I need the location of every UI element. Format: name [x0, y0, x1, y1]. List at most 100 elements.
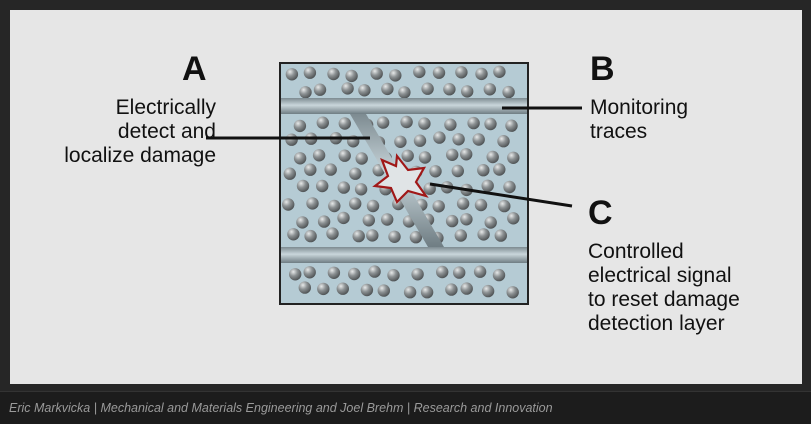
particle [326, 227, 339, 240]
damage-detection-diagram [206, 62, 582, 305]
particle [316, 179, 329, 193]
particle [338, 117, 351, 130]
particle [299, 86, 312, 99]
particle [349, 197, 362, 210]
particle [349, 167, 362, 180]
particle [303, 66, 317, 79]
label-b-text: Monitoring traces [590, 96, 689, 143]
particle [413, 134, 427, 147]
material-block-border [279, 62, 529, 305]
particle [358, 84, 371, 97]
particle [429, 165, 442, 178]
particle [355, 152, 368, 165]
particle [477, 228, 490, 241]
particle [503, 180, 516, 194]
particle [497, 135, 510, 148]
particle [486, 150, 499, 164]
particle [362, 214, 375, 227]
particle [507, 151, 520, 164]
monitoring-trace-top [280, 98, 528, 114]
particle [445, 214, 459, 228]
particle [338, 149, 351, 162]
particle [493, 163, 506, 176]
monitoring-trace-bottom [280, 247, 528, 263]
particle [454, 229, 467, 242]
particle [475, 67, 488, 81]
particle [507, 212, 520, 225]
particle [317, 215, 331, 228]
particle [366, 199, 380, 213]
particle [328, 199, 341, 213]
particle [409, 231, 423, 244]
particle [303, 266, 316, 279]
particle [403, 286, 417, 299]
particle [483, 83, 496, 96]
particle [282, 198, 295, 211]
particle [336, 282, 349, 295]
label-a-text: Electrically detect and localize damage [64, 96, 216, 167]
particle [456, 197, 470, 210]
particle [381, 82, 394, 96]
particle [494, 229, 507, 242]
particle [306, 197, 319, 210]
diagram-panel: A Electrically detect and localize damag… [10, 10, 802, 384]
caption-bar: Eric Markvicka | Mechanical and Material… [0, 391, 811, 424]
particle [304, 163, 317, 176]
particle [493, 65, 506, 78]
particle [327, 266, 341, 279]
particle [285, 133, 298, 146]
particle [366, 229, 379, 242]
particle [401, 149, 414, 162]
particle [317, 282, 330, 296]
particle [368, 265, 381, 278]
particle [502, 85, 515, 99]
particle [460, 213, 473, 226]
particle [446, 148, 459, 161]
label-a-letter: A [182, 50, 207, 88]
particle [451, 164, 464, 178]
particle [421, 82, 434, 95]
particle [313, 83, 327, 96]
particle [293, 119, 307, 133]
particle [498, 199, 511, 213]
particle [381, 213, 394, 226]
particle [443, 83, 456, 96]
particle [360, 283, 374, 297]
particle [436, 265, 449, 279]
particle [484, 117, 497, 131]
particle [387, 269, 400, 282]
particle [418, 117, 431, 130]
label-c-letter: C [588, 194, 613, 232]
particle [481, 284, 495, 298]
leader-line-c [429, 182, 573, 208]
particle [481, 179, 494, 192]
particle [473, 265, 487, 278]
particle [293, 152, 307, 165]
particle [337, 211, 350, 225]
particle [418, 151, 432, 164]
particle [455, 66, 468, 79]
particle [400, 115, 413, 129]
label-c-text: Controlled electrical signal to reset da… [588, 240, 740, 335]
particle [283, 167, 296, 180]
particle [354, 183, 368, 196]
particle [352, 229, 365, 243]
image-credit: Eric Markvicka | Mechanical and Material… [9, 401, 553, 415]
particle [298, 281, 311, 294]
particle [461, 85, 474, 98]
particle [492, 268, 506, 282]
particle [484, 216, 497, 229]
particle [444, 118, 457, 131]
particle [411, 268, 424, 281]
particle [316, 116, 329, 129]
particle [398, 86, 411, 99]
particle [370, 67, 383, 80]
particle [304, 229, 317, 243]
particle [413, 65, 426, 79]
label-b-letter: B [590, 50, 615, 88]
particle [345, 69, 358, 83]
particle [474, 198, 488, 212]
particle [296, 216, 309, 229]
particle [312, 149, 326, 162]
particle [477, 164, 490, 177]
